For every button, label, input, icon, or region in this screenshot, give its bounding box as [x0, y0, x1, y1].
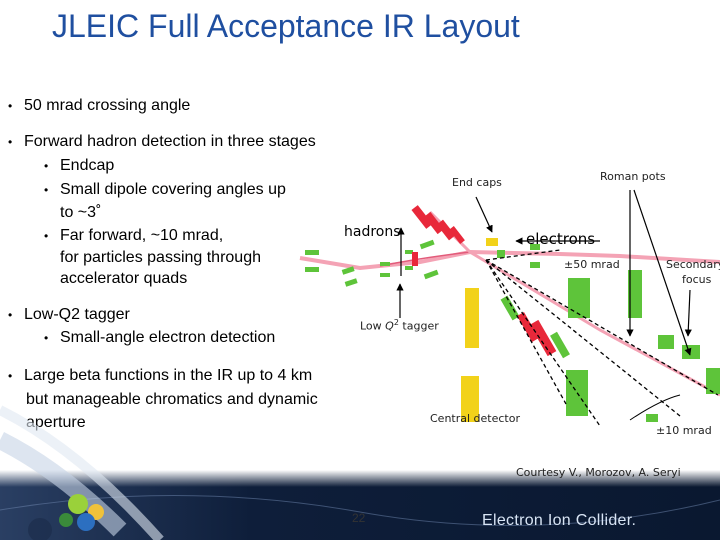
- bullet-marker: •: [8, 369, 13, 383]
- bullet-marker: •: [8, 135, 13, 149]
- pm10-arc: [629, 394, 681, 421]
- low-q2-suffix: tagger: [398, 319, 439, 333]
- bullet-marker: •: [44, 331, 49, 345]
- slide-title: JLEIC Full Acceptance IR Layout: [52, 8, 520, 44]
- hadrons-label: hadrons: [344, 224, 401, 240]
- bullet-text: Endcap: [60, 157, 115, 174]
- bullet-beta-functions-cont2: aperture: [26, 414, 86, 431]
- bullet-text: Forward hadron detection in three stages: [24, 133, 316, 150]
- end-caps-arrow: [475, 196, 493, 233]
- electrons-label: electrons: [526, 230, 596, 248]
- roman-pots-label: Roman pots: [600, 170, 666, 183]
- decorative-graphic: [0, 405, 164, 540]
- bullet-marker: •: [8, 99, 13, 113]
- low-q2-sup: 2: [393, 318, 399, 327]
- bullet-low-q2: • Low-Q2 tagger: [8, 305, 130, 325]
- end-cap-detector: [486, 238, 498, 246]
- bullet-crossing-angle: • 50 mrad crossing angle: [8, 96, 190, 116]
- sub-bullet-endcap: • Endcap: [44, 156, 114, 176]
- sub-bullet-small-dipole: • Small dipole covering angles up: [44, 180, 286, 200]
- sub-bullet-small-angle: • Small-angle electron detection: [44, 328, 275, 348]
- bullet-marker: •: [44, 183, 49, 197]
- upstream-magnets: [305, 239, 439, 287]
- bullet-text: Far forward, ~10 mrad,: [60, 227, 224, 244]
- green-sphere-icon: [68, 494, 88, 514]
- blue-sphere-icon: [77, 513, 95, 531]
- page-number: 22: [352, 511, 366, 525]
- central-detector-block: [461, 376, 479, 422]
- sub-bullet-small-dipole-cont: to ~3˚: [60, 204, 102, 221]
- courtesy-credit: Courtesy V., Morozov, A. Seryi: [516, 466, 681, 479]
- downstream-electron-magnets: [500, 295, 720, 422]
- bullet-text: Small dipole covering angles up: [60, 181, 286, 198]
- low-q2-q: Q: [385, 319, 394, 333]
- bullet-text: 50 mrad crossing angle: [24, 97, 191, 114]
- acceptance-dashed-lines: [485, 249, 719, 427]
- secondary-focus-label-line1: Secondary: [666, 258, 720, 271]
- bullet-marker: •: [44, 229, 49, 243]
- low-q2-tagger-label: Low Q2 tagger: [360, 318, 439, 333]
- upstream-red-dipoles: [411, 205, 465, 266]
- secondary-focus-arrow: [684, 289, 692, 337]
- hadron-beam-line: [299, 249, 720, 271]
- bullet-text: Low-Q2 tagger: [24, 306, 130, 323]
- bullet-forward-hadron: • Forward hadron detection in three stage…: [8, 132, 316, 152]
- pm10-mrad-label: ±10 mrad: [656, 424, 712, 437]
- end-caps-label: End caps: [452, 176, 502, 189]
- bullet-text: Small-angle electron detection: [60, 329, 276, 346]
- bullet-beta-functions: • Large beta functions in the IR up to 4 …: [8, 366, 312, 386]
- endcap-upper-detector: [465, 288, 479, 348]
- bullet-text: Large beta functions in the IR up to 4 k…: [24, 367, 313, 384]
- sub-bullet-far-forward-cont2: accelerator quads: [60, 270, 188, 287]
- bullet-marker: •: [44, 159, 49, 173]
- roman-pots-arrow-2: [633, 189, 692, 356]
- central-detector-label: Central detector: [430, 412, 520, 425]
- pm50-mrad-label: ±50 mrad: [564, 258, 620, 271]
- brand-wordmark: Electron Ion Collider.: [482, 512, 637, 529]
- secondary-focus-label-line2: focus: [682, 273, 712, 286]
- bullet-marker: •: [8, 308, 13, 322]
- sub-bullet-far-forward-cont1: for particles passing through: [60, 249, 261, 266]
- dark-sphere-icon: [28, 518, 52, 540]
- bullet-beta-functions-cont1: but manageable chromatics and dynamic: [26, 391, 318, 408]
- sub-bullet-far-forward: • Far forward, ~10 mrad,: [44, 226, 223, 246]
- downstream-hadron-magnets: [497, 244, 642, 318]
- low-q2-prefix: Low: [360, 319, 386, 333]
- green-sphere-icon: [59, 513, 73, 527]
